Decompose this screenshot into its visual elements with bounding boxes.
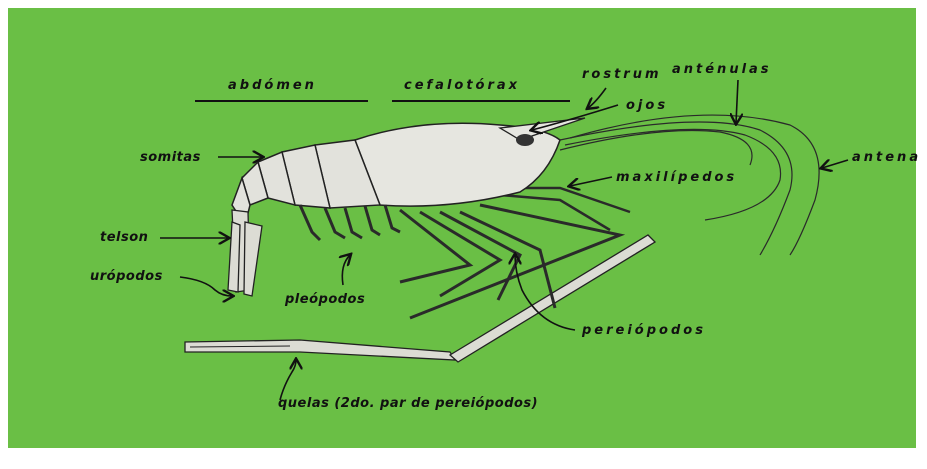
telson-label: telson: [100, 230, 148, 245]
uropodos-arrow: [180, 277, 232, 296]
pleopodos-arrow: [342, 255, 350, 285]
antena-label: antena: [852, 150, 921, 165]
maxilipedos-arrow: [570, 177, 612, 186]
maxilipedos-label: maxilípedos: [616, 170, 737, 185]
cefalotorax-heading: cefalotórax: [404, 78, 520, 93]
abdomen-body: [232, 140, 380, 225]
rostrum-label: rostrum: [582, 67, 662, 82]
antenulas-label: anténulas: [672, 62, 772, 77]
quelas-arrow: [280, 360, 296, 400]
eye: [516, 134, 534, 146]
ojos-arrow: [532, 105, 618, 130]
quelas-label: quelas (2do. par de pereiópodos): [278, 396, 538, 411]
rostrum-arrow: [588, 88, 606, 108]
pleopodos-legs: [300, 205, 400, 240]
tail-fan: [228, 210, 262, 296]
antena-arrow: [822, 160, 848, 168]
abdomen-heading: abdómen: [228, 78, 317, 93]
uropodos-label: urópodos: [90, 269, 163, 284]
somitas-label: somitas: [140, 150, 201, 165]
pereiopodos-label: pereiópodos: [582, 323, 706, 338]
pereiopodos-legs: [400, 205, 620, 318]
ojos-label: ojos: [626, 98, 668, 113]
antennae: [560, 115, 819, 255]
pleopodos-label: pleópodos: [285, 292, 365, 307]
